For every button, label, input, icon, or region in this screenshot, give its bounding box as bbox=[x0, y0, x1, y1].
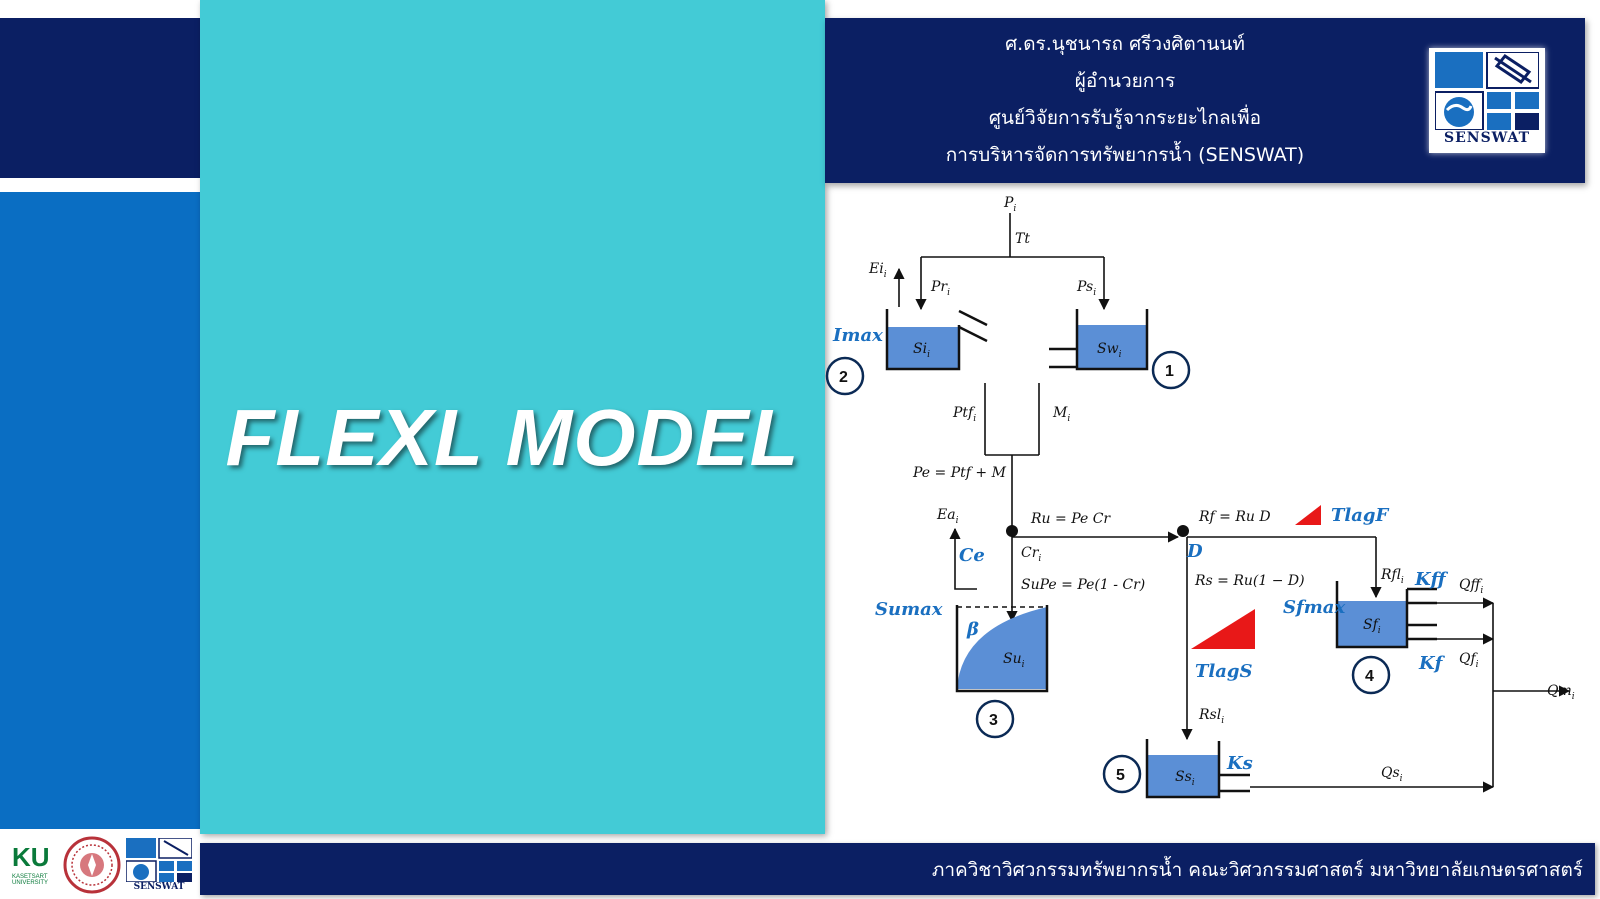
senswat-logo-icon bbox=[1435, 52, 1539, 130]
label-tlags: TlagS bbox=[1195, 661, 1252, 682]
label-ce: Ce bbox=[959, 545, 985, 566]
senswat-small-logo-icon bbox=[126, 838, 192, 882]
label-m: Mi bbox=[1052, 405, 1070, 424]
label-rsl: Rsli bbox=[1198, 707, 1224, 726]
junction-ru bbox=[1006, 525, 1018, 537]
senswat-logo-text: SENSWAT bbox=[1443, 130, 1531, 146]
tlags-triangle bbox=[1191, 609, 1255, 649]
label-sfmax: Sfmax bbox=[1283, 597, 1345, 618]
senswat-small-logo-text: SENSWAT bbox=[133, 882, 185, 892]
footer-department: ภาควิชาวิศวกรรมทรัพยากรน้ำ คณะวิศวกรรมศา… bbox=[931, 859, 1583, 881]
label-sumax: Sumax bbox=[875, 599, 943, 620]
label-qm: Qmi bbox=[1547, 683, 1575, 702]
label-kf: Kf bbox=[1418, 653, 1446, 674]
label-ps: Psi bbox=[1076, 279, 1096, 298]
interception-gate-bottom bbox=[958, 325, 988, 343]
label-ru-eq: Ru = Pe Cr bbox=[1030, 511, 1111, 527]
label-imax: Imax bbox=[832, 325, 883, 346]
circle-3-label: 3 bbox=[989, 712, 998, 729]
top-left-band bbox=[0, 18, 200, 178]
circle-1 bbox=[1151, 350, 1191, 390]
white-strip bbox=[0, 178, 200, 192]
footer-band: ภาควิชาวิศวกรรมทรัพยากรน้ำ คณะวิศวกรรมศา… bbox=[200, 843, 1595, 895]
su-store bbox=[955, 605, 1049, 693]
label-qs: Qsi bbox=[1381, 765, 1403, 784]
label-ei: Eii bbox=[868, 261, 887, 280]
circle-1-label: 1 bbox=[1165, 363, 1174, 380]
ea-line bbox=[954, 529, 977, 590]
label-sw: Swi bbox=[1097, 341, 1122, 360]
flexl-model-diagram: 1 2 3 4 5 Pi Tt Eii Pri Psi Imax Sii Swi… bbox=[825, 195, 1575, 799]
circle-5-label: 5 bbox=[1116, 767, 1125, 784]
label-ss: Ssi bbox=[1175, 769, 1195, 788]
label-ks: Ks bbox=[1226, 753, 1253, 774]
circle-5 bbox=[1102, 754, 1142, 794]
footer-logos: KU KASETSART UNIVERSITY SENSWAT bbox=[8, 834, 198, 896]
label-pe-eq: Pe = Ptf + M bbox=[912, 465, 1007, 481]
center-name-line2: การบริหารจัดการทรัพยากรน้ำ (SENSWAT) bbox=[945, 144, 1305, 166]
header-band: ศ.ดร.นุชนารถ ศรีวงศิตานนท์ ผู้อำนวยการ ศ… bbox=[825, 18, 1585, 183]
slide-title: FLEXL MODEL bbox=[225, 393, 800, 482]
sw-store bbox=[1075, 309, 1149, 371]
label-supe-eq: SuPe = Pe(1 - Cr) bbox=[1021, 577, 1145, 593]
label-ea: Eai bbox=[936, 507, 959, 526]
label-qf: Qfi bbox=[1459, 651, 1479, 670]
label-d: D bbox=[1186, 541, 1203, 562]
junction-d bbox=[1177, 525, 1189, 537]
presenter-name: ศ.ดร.นุชนารถ ศรีวงศิตานนท์ bbox=[1005, 33, 1245, 55]
center-name-line1: ศูนย์วิจัยการรับรู้จากระยะไกลเพื่อ bbox=[988, 107, 1262, 129]
label-rfl: Rfli bbox=[1380, 567, 1404, 586]
label-kff: Kff bbox=[1414, 569, 1449, 590]
si-store bbox=[885, 309, 961, 371]
label-p: Pi bbox=[1003, 195, 1016, 214]
su-store-fill bbox=[957, 607, 1047, 689]
circle-2 bbox=[825, 356, 865, 396]
circle-4 bbox=[1351, 655, 1391, 695]
ss-store-fill bbox=[1147, 755, 1219, 797]
label-rf-eq: Rf = Ru D bbox=[1198, 509, 1271, 525]
circle-2-label: 2 bbox=[839, 369, 848, 386]
circle-3 bbox=[975, 699, 1015, 739]
ku-logo-subtext: KASETSART UNIVERSITY bbox=[12, 874, 49, 886]
label-pr: Pri bbox=[930, 279, 950, 298]
tlagf-triangle bbox=[1295, 505, 1321, 525]
title-panel: FLEXL MODEL bbox=[200, 0, 825, 834]
ss-store bbox=[1145, 739, 1221, 799]
label-tlagf: TlagF bbox=[1331, 505, 1389, 526]
university-seal-icon bbox=[63, 836, 121, 894]
label-ptf: Ptfi bbox=[952, 405, 976, 424]
sf-store-fill bbox=[1337, 601, 1407, 647]
ku-logo-text: KU bbox=[12, 842, 50, 872]
si-store-fill bbox=[887, 327, 959, 369]
label-si: Sii bbox=[913, 341, 930, 360]
label-qff: Qffi bbox=[1459, 577, 1483, 596]
senswat-logo: SENSWAT bbox=[1429, 48, 1545, 153]
header-text: ศ.ดร.นุชนารถ ศรีวงศิตานนท์ ผู้อำนวยการ ศ… bbox=[825, 26, 1425, 174]
circle-4-label: 4 bbox=[1365, 668, 1374, 685]
interception-gate-top bbox=[958, 309, 988, 327]
label-tt: Tt bbox=[1015, 231, 1030, 247]
sw-store-fill bbox=[1077, 325, 1147, 369]
label-beta: β bbox=[966, 619, 979, 640]
left-blue-panel bbox=[0, 192, 200, 829]
label-sf: Sfi bbox=[1363, 617, 1381, 636]
label-cr: Cri bbox=[1021, 545, 1041, 564]
label-su: Sui bbox=[1003, 651, 1025, 670]
sf-store bbox=[1335, 581, 1409, 649]
label-rs-eq: Rs = Ru(1 − D) bbox=[1194, 573, 1305, 589]
ku-logo: KU KASETSART UNIVERSITY bbox=[12, 842, 56, 892]
presenter-role: ผู้อำนวยการ bbox=[1074, 70, 1176, 92]
